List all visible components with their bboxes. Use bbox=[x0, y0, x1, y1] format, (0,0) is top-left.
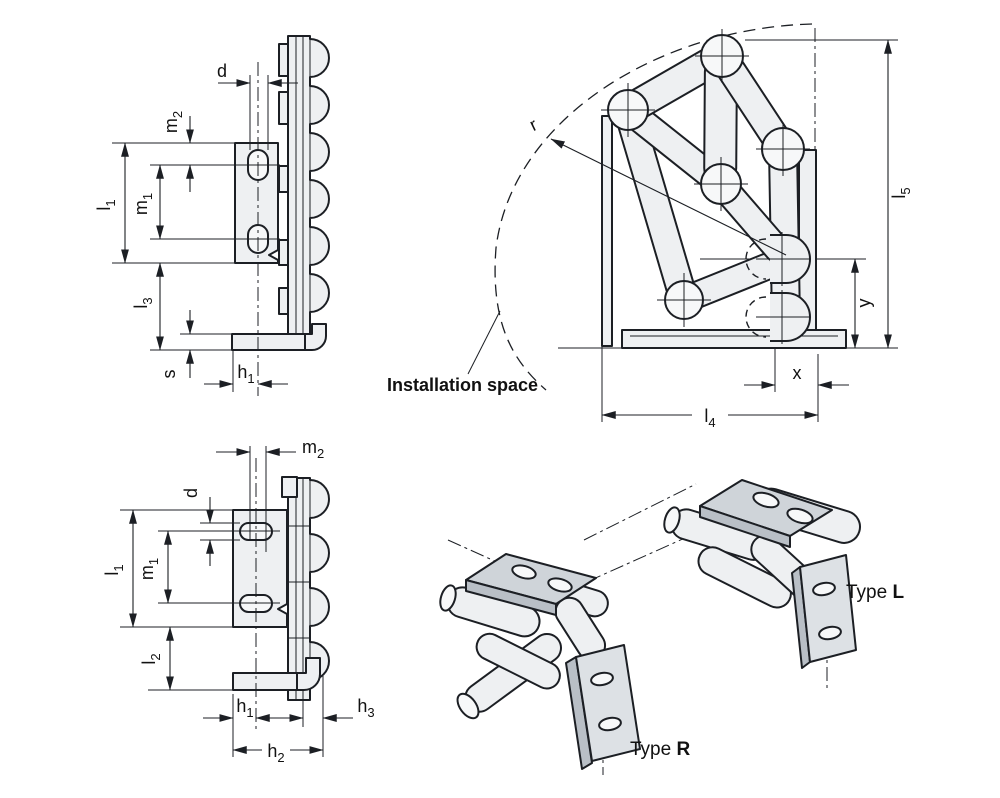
dim-label-h1: h1 bbox=[237, 362, 254, 386]
dim-label-m2: m2 bbox=[161, 111, 185, 133]
view-isometric-types: Type R Type L bbox=[439, 479, 904, 775]
leaf-tab bbox=[278, 165, 289, 193]
view-open-mechanism: r Installation space l5 y x l4 bbox=[387, 23, 913, 430]
dim-label-m2: m2 bbox=[302, 437, 324, 461]
clamp-slot bbox=[786, 507, 814, 525]
bracket-front bbox=[575, 644, 641, 762]
dim-label-h2: h2 bbox=[267, 741, 284, 765]
bracket-slot bbox=[598, 716, 622, 732]
dim-label-l1: l1 bbox=[102, 564, 126, 575]
clamp-slot bbox=[752, 491, 780, 509]
dim-label-l2: l2 bbox=[139, 653, 163, 664]
leaf-tab bbox=[281, 476, 298, 498]
axis-line bbox=[583, 483, 697, 541]
leaf-tab bbox=[278, 239, 289, 266]
bracket-slot bbox=[590, 671, 614, 687]
pivot-crosshairs bbox=[601, 29, 810, 344]
bracket-slot bbox=[812, 581, 836, 597]
clamp-slot bbox=[547, 577, 573, 593]
base-plate bbox=[621, 329, 847, 349]
link-arm bbox=[697, 546, 792, 609]
cylinder-end bbox=[663, 506, 681, 534]
clamp-plate-side bbox=[699, 505, 791, 548]
dim-label-r: r bbox=[526, 114, 540, 135]
dim-label-l1: l1 bbox=[94, 199, 118, 210]
type-l-label: Type L bbox=[846, 582, 904, 603]
dim-label-x: x bbox=[793, 363, 802, 383]
bracket-side bbox=[565, 656, 593, 770]
bottom-flange bbox=[232, 672, 298, 691]
dim-label-d: d bbox=[181, 488, 201, 498]
dim-label-l4: l4 bbox=[704, 406, 715, 430]
note-leader bbox=[467, 310, 501, 375]
dim-label-y: y bbox=[854, 299, 874, 308]
dim-label-d: d bbox=[217, 61, 227, 81]
cylinder-end bbox=[439, 584, 457, 612]
dim-label-l3: l3 bbox=[131, 297, 155, 308]
bottom-flange bbox=[231, 333, 306, 351]
radius-leader bbox=[550, 138, 787, 256]
view-side-elevation-upper: d m2 m1 l1 l3 s h1 bbox=[94, 35, 330, 396]
dim-label-l5: l5 bbox=[889, 187, 913, 198]
dim-label-s: s bbox=[159, 370, 179, 379]
clamp-slot bbox=[511, 564, 537, 580]
cylinder-end bbox=[456, 692, 480, 720]
dim-label-h1: h1 bbox=[236, 696, 253, 720]
hidden-knuckle-arc bbox=[745, 296, 767, 338]
view-side-elevation-lower: m2 d l1 m1 l2 h1 h3 h2 bbox=[102, 437, 375, 765]
installation-space-label: Installation space bbox=[387, 375, 538, 395]
dim-label-h3: h3 bbox=[357, 696, 374, 720]
leaf-tab bbox=[278, 287, 289, 315]
type-r-label: Type R bbox=[630, 739, 690, 760]
installation-space-arc bbox=[494, 23, 813, 391]
dim-label-m1: m1 bbox=[131, 193, 155, 215]
hinge-iso-type-r bbox=[439, 553, 641, 770]
dim-label-m1: m1 bbox=[137, 558, 161, 580]
moving-plate-edge bbox=[601, 115, 613, 347]
bracket-slot bbox=[818, 625, 842, 641]
hidden-knuckle-arc bbox=[745, 238, 767, 280]
leaf-tab bbox=[278, 43, 289, 77]
flange-curl bbox=[304, 323, 327, 351]
flange-curl bbox=[296, 657, 321, 691]
bracket-front bbox=[799, 554, 857, 663]
clamp-plate-side bbox=[465, 579, 557, 616]
link-arm bbox=[475, 632, 561, 690]
hinge-iso-type-l bbox=[663, 479, 861, 669]
leaf-tab bbox=[278, 91, 289, 125]
